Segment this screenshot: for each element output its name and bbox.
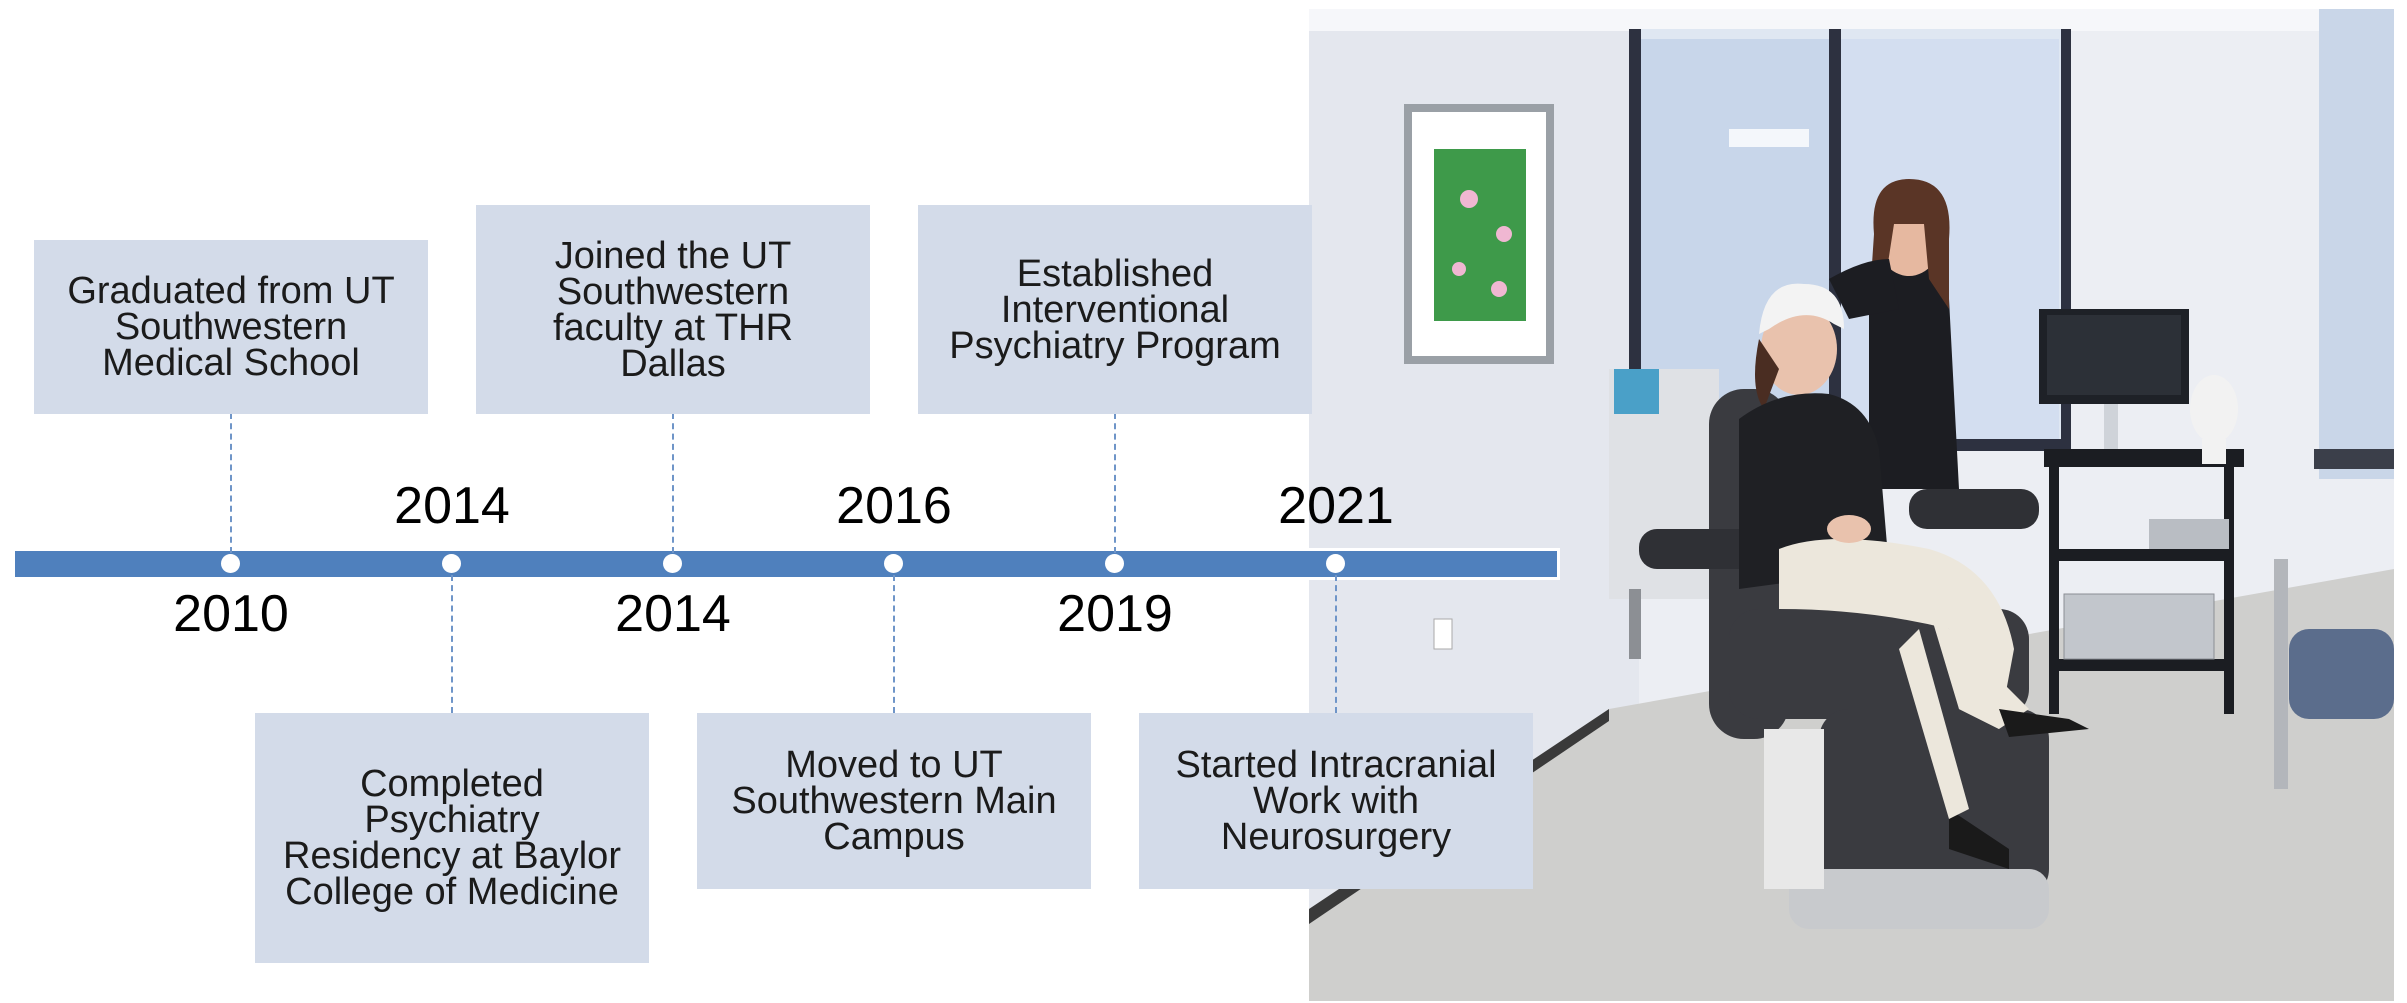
timeline-dot	[1326, 554, 1345, 573]
timeline-dot	[221, 554, 240, 573]
event-text: Established Interventional Psychiatry Pr…	[949, 252, 1281, 367]
year-label: 2010	[173, 585, 289, 643]
event-box: Moved to UT Southwestern Main Campus	[697, 713, 1091, 889]
event-box: Started Intracranial Work with Neurosurg…	[1139, 713, 1533, 889]
timeline-dot	[442, 554, 461, 573]
clinic-photo-illustration	[1309, 9, 2394, 1001]
connector-line	[1335, 575, 1337, 713]
timeline-dot	[663, 554, 682, 573]
connector-line	[672, 413, 674, 553]
connector-line	[230, 413, 232, 553]
year-label: 2019	[1057, 585, 1173, 643]
connector-line	[451, 575, 453, 713]
year-label: 2014	[394, 477, 510, 535]
timeline-dot	[1105, 554, 1124, 573]
event-text: Moved to UT Southwestern Main Campus	[731, 744, 1057, 858]
event-box: Completed Psychiatry Residency at Baylor…	[255, 713, 649, 963]
event-box: Joined the UT Southwestern faculty at TH…	[476, 205, 870, 414]
event-text: Completed Psychiatry Residency at Baylor…	[283, 763, 621, 913]
year-label: 2014	[615, 585, 731, 643]
year-label: 2021	[1278, 477, 1394, 535]
connector-line	[893, 575, 895, 713]
event-box: Established Interventional Psychiatry Pr…	[918, 205, 1312, 414]
timeline-bar	[12, 548, 1560, 580]
clinic-photo	[1309, 9, 2394, 1001]
year-label: 2016	[836, 477, 952, 535]
event-text: Joined the UT Southwestern faculty at TH…	[552, 234, 794, 385]
connector-line	[1114, 413, 1116, 553]
event-text: Graduated from UT Southwestern Medical S…	[67, 270, 395, 384]
event-text: Started Intracranial Work with Neurosurg…	[1175, 744, 1497, 858]
event-box: Graduated from UT Southwestern Medical S…	[34, 240, 428, 414]
timeline-dot	[884, 554, 903, 573]
